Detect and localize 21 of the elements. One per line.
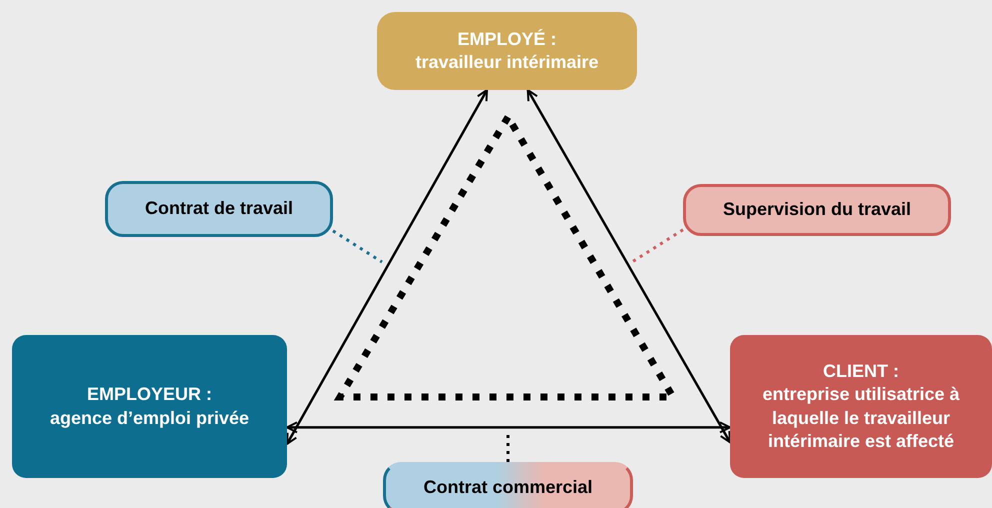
- box-subtitle: entreprise utilisatrice à laquelle le travailleur intérimaire est affecté: [761, 383, 961, 453]
- double-arrow: [286, 89, 488, 445]
- box-title: EMPLOYÉ :: [457, 28, 556, 51]
- double-arrow: [286, 421, 731, 434]
- leader-line: [631, 228, 684, 264]
- party-box: [730, 335, 992, 478]
- party-box: [377, 12, 637, 90]
- box-title: Contrat de travail: [144, 197, 294, 220]
- box-title: CLIENT :: [823, 360, 899, 383]
- double-arrow: [526, 89, 732, 444]
- box-subtitle: travailleur intérimaire: [415, 51, 599, 74]
- box-subtitle: agence d’emploi privée: [50, 406, 250, 430]
- box-title: Supervision du travail: [722, 198, 912, 222]
- box-title: EMPLOYEUR :: [86, 383, 212, 406]
- contract-label-box: [683, 184, 951, 236]
- leader-line: [506, 433, 510, 462]
- leader-line: [332, 230, 383, 264]
- contract-label-box: [383, 462, 633, 508]
- box-title: Contrat commercial: [423, 476, 593, 500]
- contract-label-box: [105, 181, 333, 237]
- party-box: [12, 335, 287, 478]
